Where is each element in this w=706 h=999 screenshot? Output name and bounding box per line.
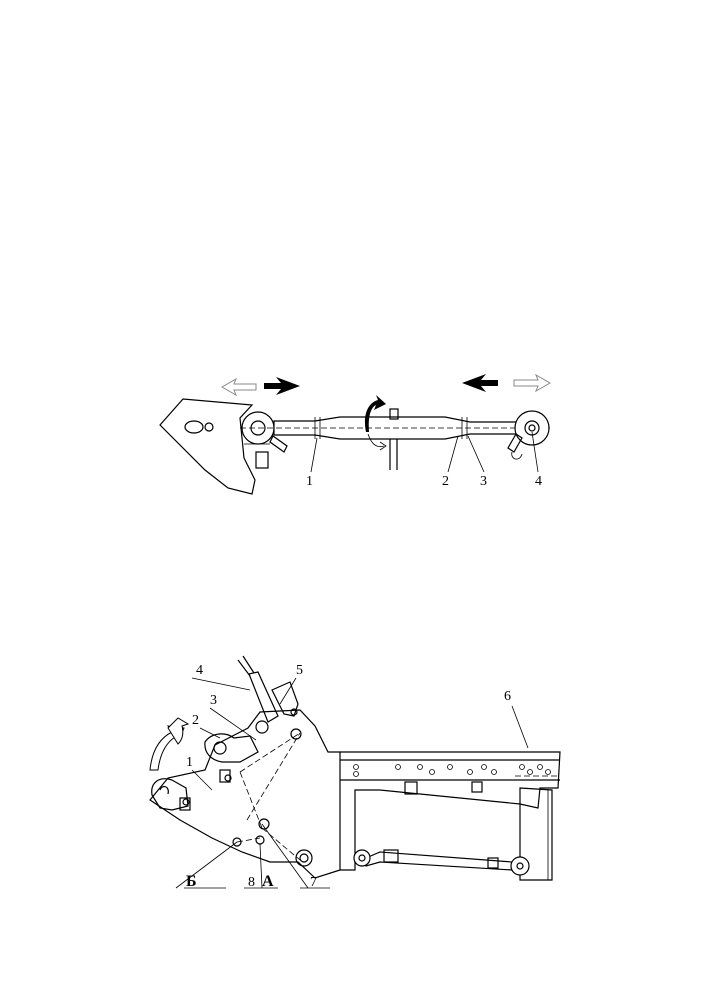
latch-block [219, 769, 231, 783]
callout-5: 5 [296, 663, 303, 678]
solid-arrow-icon [264, 377, 300, 395]
hole-a [255, 835, 265, 845]
link-nut [383, 849, 399, 863]
solid-arrow-icon [462, 374, 498, 392]
callout-1: 1 [306, 474, 313, 489]
bottom-figure: 4 5 3 2 1 6 7 8 А Б [149, 655, 561, 890]
link-eye-right [510, 856, 530, 876]
hook-upper [204, 733, 259, 763]
rod-cap [389, 408, 399, 420]
cylinder-pivot [255, 720, 269, 734]
left-pin-clip [269, 435, 288, 453]
bracket-hole [184, 420, 204, 434]
tractor-bracket [159, 398, 256, 495]
top-figure: 1 2 3 4 [159, 373, 552, 495]
lift-arrow-icon [167, 717, 190, 745]
callout-4: 4 [196, 663, 203, 678]
rotation-arrow-icon [364, 395, 386, 432]
right-ball-joint [514, 410, 550, 446]
outline-arrow-icon [513, 373, 552, 393]
callout-4: 4 [535, 474, 542, 489]
latch-block [179, 797, 191, 811]
frame-beam [340, 751, 561, 871]
callout-1: 1 [186, 755, 193, 770]
callout-2: 2 [192, 713, 199, 728]
callout-2: 2 [442, 474, 449, 489]
callout-8: 8 [248, 875, 255, 890]
beam-bracket [404, 781, 418, 795]
bracket-latch [255, 451, 269, 469]
callout-3: 3 [480, 474, 487, 489]
rear-block [519, 787, 553, 881]
link-eye-left [353, 849, 371, 867]
callout-7: 7 [310, 875, 317, 890]
letter-a: А [262, 873, 274, 890]
hole-b [232, 837, 242, 847]
beam-bolts [353, 764, 551, 777]
right-pin-clip [507, 433, 523, 453]
bracket-pin [204, 422, 214, 432]
link-nut [487, 857, 499, 869]
outline-arrow-icon [220, 377, 257, 397]
callout-6: 6 [504, 689, 511, 704]
side-plate [149, 709, 341, 879]
lower-link [365, 851, 513, 871]
letter-b: Б [186, 873, 197, 890]
beam-bracket [471, 781, 483, 793]
callout-3: 3 [210, 693, 217, 708]
cylinder [248, 671, 279, 723]
plate-boss [295, 849, 313, 867]
